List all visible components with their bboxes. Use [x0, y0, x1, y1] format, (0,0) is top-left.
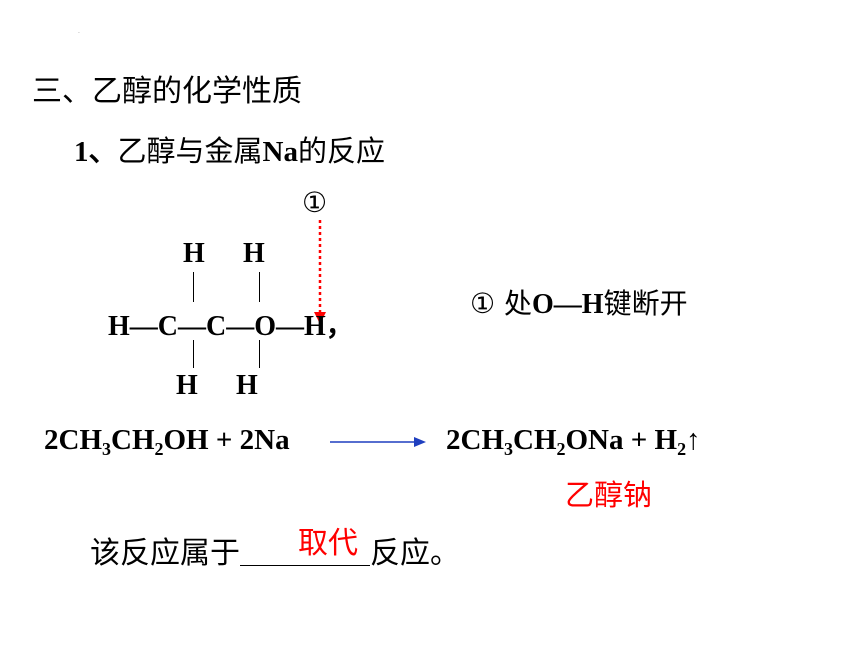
- note-pre: 处: [495, 287, 533, 320]
- section-heading: 三、乙醇的化学性质: [32, 74, 302, 109]
- lhs-part: 2CH: [44, 424, 102, 456]
- question-sentence: 该反应属于 反应。: [90, 528, 460, 572]
- question-pre: 该反应属于: [90, 536, 240, 571]
- up-arrow: ↑: [686, 424, 701, 456]
- equation-lhs: 2CH3CH2OH + 2Na: [44, 424, 290, 460]
- question-post: 反应。: [370, 536, 460, 571]
- equation-rhs: 2CH3CH2ONa + H2↑: [446, 424, 701, 460]
- bond-vertical: [193, 272, 194, 302]
- bond-horizontal: —: [226, 311, 255, 342]
- bond-horizontal: —: [276, 311, 305, 342]
- h-atom-left: H: [108, 311, 130, 342]
- h-atom-bottom-1: H: [176, 370, 198, 401]
- bond-horizontal: —: [129, 311, 158, 342]
- h-atom-top-2: H: [243, 238, 265, 269]
- sub-heading-text: 乙醇与金属: [117, 134, 263, 168]
- o-atom: O: [254, 311, 277, 342]
- note-marker: ①: [470, 287, 496, 320]
- lhs-part: OH + 2Na: [163, 424, 290, 456]
- bond-break-note: ① 处O—H键断开: [470, 282, 688, 322]
- bond-horizontal: —: [178, 311, 207, 342]
- main-chain: H—C—C—O—H，: [108, 304, 354, 344]
- reaction-arrow: [330, 437, 426, 447]
- rhs-part: 2CH: [446, 424, 504, 456]
- rhs-subscript: 3: [504, 439, 513, 459]
- h-atom-right: H，: [304, 311, 354, 342]
- note-bond: O—H: [532, 289, 604, 320]
- rhs-part: ONa + H: [565, 424, 678, 456]
- sub-heading-number: 1、: [74, 136, 118, 168]
- sub-heading-symbol: Na: [262, 136, 298, 168]
- bond-marker: ①: [302, 186, 328, 219]
- bond-vertical: [259, 272, 260, 302]
- lhs-part: CH: [111, 424, 155, 456]
- answer-text: 取代: [298, 526, 358, 561]
- sub-heading-tail: 的反应: [297, 134, 385, 168]
- note-post: 键断开: [603, 287, 688, 320]
- bond-vertical: [259, 340, 260, 368]
- lhs-subscript: 3: [102, 439, 111, 459]
- sub-heading: 1、乙醇与金属Na的反应: [74, 128, 385, 170]
- lhs-subscript: 2: [154, 439, 164, 459]
- h-atom-bottom-2: H: [236, 370, 258, 401]
- rhs-subscript: 2: [556, 439, 566, 459]
- h-atom-top-1: H: [183, 238, 205, 269]
- stray-mark: ·: [78, 30, 80, 37]
- answer-blank: [240, 535, 370, 566]
- dotted-arrow: [314, 220, 326, 324]
- rhs-subscript: 2: [677, 439, 687, 459]
- c-atom-1: C: [157, 311, 179, 342]
- c-atom-2: C: [206, 311, 227, 342]
- product-name: 乙醇钠: [565, 478, 653, 512]
- rhs-part: CH: [513, 424, 557, 456]
- bond-vertical: [193, 340, 194, 368]
